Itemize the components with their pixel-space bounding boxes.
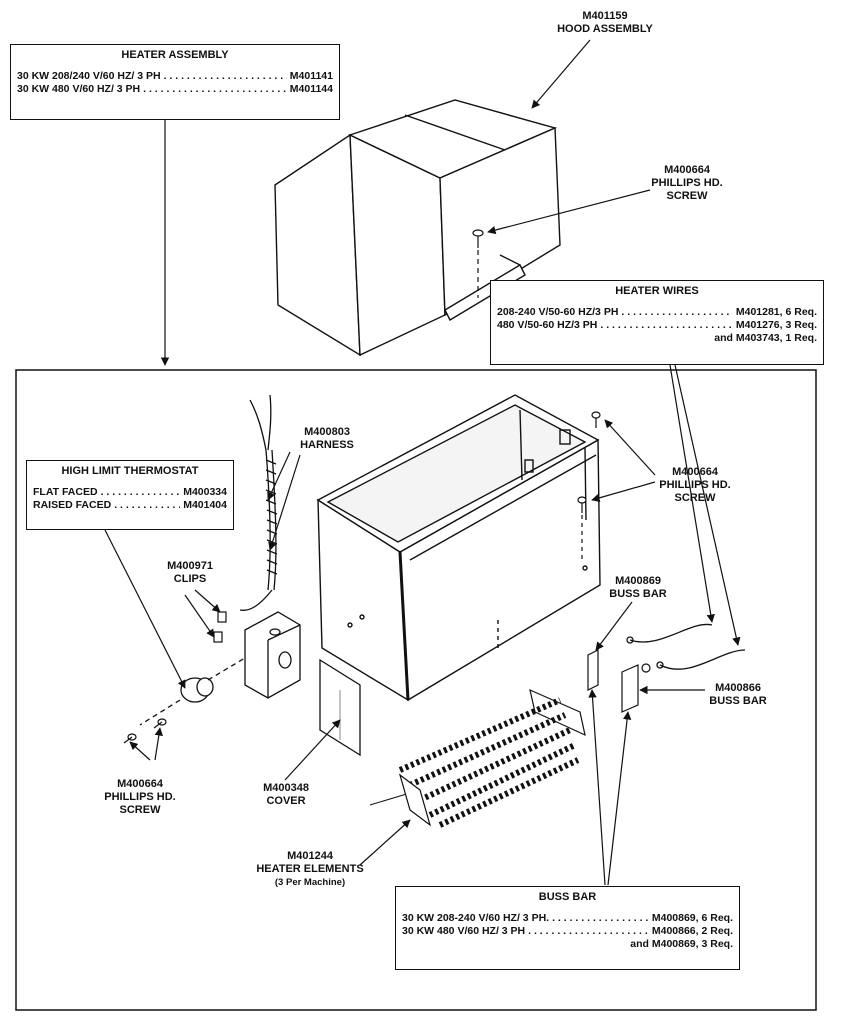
buss-bar-title: BUSS BAR bbox=[538, 891, 597, 903]
buss-bar-box: BUSS BAR 30 KW 208-240 V/60 HZ/ 3 PH.M40… bbox=[395, 886, 740, 970]
buss-bar-row: 30 KW 208-240 V/60 HZ/ 3 PH.M400869, 6 R… bbox=[396, 912, 739, 925]
thermostat-bracket-shape bbox=[244, 611, 301, 699]
hood-name: HOOD ASSEMBLY bbox=[557, 23, 653, 35]
heater-wires-box: HEATER WIRES 208-240 V/50-60 HZ/3 PHM401… bbox=[490, 280, 824, 365]
heater-assembly-box: HEATER ASSEMBLY 30 KW 208/240 V/60 HZ/ 3… bbox=[10, 44, 340, 120]
buss-bar-869-label: M400869 BUSS BAR bbox=[609, 575, 667, 600]
assembly-frame bbox=[15, 369, 817, 1011]
thermostat-row: RAISED FACEDM401404 bbox=[27, 499, 233, 512]
hood-assembly-label: M401159 HOOD ASSEMBLY bbox=[545, 10, 665, 36]
heater-wires-title: HEATER WIRES bbox=[615, 285, 699, 297]
harness-shape bbox=[239, 394, 278, 611]
buss-bars-shape bbox=[587, 649, 651, 713]
clips-label: M400971 CLIPS bbox=[167, 560, 213, 585]
screw-top-label: M400664 PHILLIPS HD. SCREW bbox=[651, 164, 723, 202]
hood-part: M401159 bbox=[582, 10, 628, 22]
screw-left-label: M400664 PHILLIPS HD. SCREW bbox=[104, 778, 176, 816]
heater-elements-shape bbox=[369, 688, 586, 828]
heater-box-shape bbox=[316, 394, 601, 702]
thermostat-box: HIGH LIMIT THERMOSTAT FLAT FACEDM400334 … bbox=[26, 460, 234, 530]
thermostat-shape bbox=[139, 657, 246, 726]
buss-bar-extra-row: and M400869, 3 Req. bbox=[630, 938, 733, 950]
screw-right-label: M400664 PHILLIPS HD. SCREW bbox=[659, 466, 731, 504]
heater-assembly-row: 30 KW 208/240 V/60 HZ/ 3 PHM401141 bbox=[11, 70, 339, 83]
clips-shape bbox=[213, 611, 227, 643]
thermostat-row: FLAT FACEDM400334 bbox=[27, 486, 233, 499]
left-screws-shape bbox=[123, 718, 167, 744]
heater-assembly-row: 30 KW 480 V/60 HZ/ 3 PHM401144 bbox=[11, 83, 339, 96]
cover-shape bbox=[319, 658, 361, 757]
heater-wires-row: 480 V/50-60 HZ/3 PHM401276, 3 Req. bbox=[491, 319, 823, 332]
hood-screw-shape bbox=[472, 229, 484, 298]
hood-assembly-shape bbox=[274, 99, 561, 357]
heater-wires-extra-row: and M403743, 1 Req. bbox=[714, 332, 817, 344]
cover-label: M400348 COVER bbox=[263, 782, 309, 807]
harness-label: M400803 HARNESS bbox=[300, 426, 354, 451]
right-screws-shape bbox=[577, 411, 601, 560]
buss-bar-row: 30 KW 480 V/60 HZ/ 3 PHM400866, 2 Req. bbox=[396, 925, 739, 938]
heater-wires-row: 208-240 V/50-60 HZ/3 PHM401281, 6 Req. bbox=[491, 306, 823, 319]
leader-lines bbox=[104, 39, 741, 886]
buss-bar-866-label: M400866 BUSS BAR bbox=[709, 682, 767, 707]
thermostat-title: HIGH LIMIT THERMOSTAT bbox=[61, 465, 199, 477]
heater-elements-label: M401244 HEATER ELEMENTS (3 Per Machine) bbox=[256, 850, 364, 888]
heater-assembly-title: HEATER ASSEMBLY bbox=[121, 49, 229, 61]
heater-wires-shape bbox=[626, 623, 746, 670]
